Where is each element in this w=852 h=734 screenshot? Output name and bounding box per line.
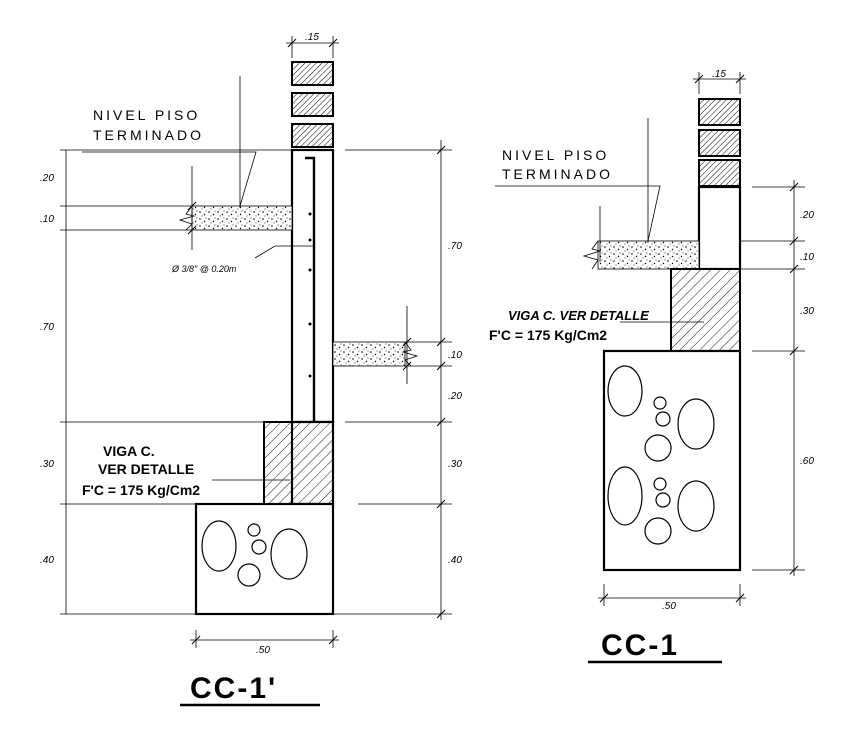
dim-footing-width: .50 [256,645,270,656]
tie-beam [670,268,741,352]
dim-wall-width: .15 [305,32,319,43]
dim-wall-width: .15 [712,69,726,80]
floor-slab-right [332,341,406,367]
stone [655,411,671,427]
rebar-stirrup-dots [308,212,312,378]
dim-beam: .30 [800,306,814,317]
brick-unit [291,123,334,148]
rebar [305,156,316,500]
section-title: CC-1' [190,672,277,705]
dim-left-footing: .40 [40,555,54,566]
dim-right-wall: .70 [448,241,462,252]
brick-unit [698,159,741,187]
dim-slab: .10 [800,252,814,263]
stone [644,434,672,462]
brick-unit [291,92,334,117]
rebar-note: Ø 3/8" @ 0.20m [171,264,237,274]
dim-left-slab: .10 [40,214,54,225]
wall [290,148,335,424]
floor-slab-left [191,205,293,231]
stone [270,528,308,580]
brick-unit [698,129,741,157]
footing [194,502,335,616]
stone [607,365,643,417]
dim-footing: .60 [800,456,814,467]
beam-note-line2: F'C = 175 Kg/Cm2 [489,327,607,343]
wall [697,185,742,271]
footing [602,349,742,572]
dim-upper: .20 [800,210,814,221]
floor-label-line2: TERMINADO [93,127,204,143]
dimension-ticks [789,182,799,575]
leader-line [495,185,661,242]
section-cc-1-prime: .15 NIVEL PISO TERMINADO .20 .10 Ø 3/8" … [40,32,462,707]
stone [677,480,715,532]
section-title: CC-1 [601,629,679,662]
stone [653,396,667,410]
floor-label-line1: NIVEL PISO [93,107,200,123]
dim-left-top: .20 [40,173,54,184]
brick-unit [291,61,334,86]
break-line [401,341,419,367]
dimension-ticks [187,145,446,619]
floor-label-line1: NIVEL PISO [502,147,609,163]
section-cc-1: .15 NIVEL PISO TERMINADO .20 .10 .30 .60… [489,69,814,664]
dim-right-slab: .10 [448,350,462,361]
beam-note-line1: VIGA C. [103,443,155,459]
beam-note-line1: VIGA C. VER DETALLE [508,308,649,323]
break-line [582,240,602,270]
stone [251,539,267,555]
stone [237,563,261,587]
tie-beam [263,421,334,505]
stone [247,523,261,537]
stone [607,466,643,526]
leader-line [254,245,314,259]
dim-right-footing: .40 [448,555,462,566]
dim-right-below-slab: .20 [448,391,462,402]
dim-left-beam: .30 [40,459,54,470]
beam-note-line2: VER DETALLE [98,461,194,477]
dim-footing-width: .50 [662,601,676,612]
brick-unit [698,98,741,126]
stone [201,520,237,572]
stone [655,492,671,508]
stone [677,398,715,450]
beam-note-line3: F'C = 175 Kg/Cm2 [82,482,200,498]
stone [644,517,672,545]
leader-line [82,151,257,207]
break-line [178,205,196,231]
floor-label-line2: TERMINADO [502,166,613,182]
dim-left-wall: .70 [40,322,54,333]
floor-slab [597,240,700,270]
dim-right-beam: .30 [448,459,462,470]
stone [653,477,667,491]
